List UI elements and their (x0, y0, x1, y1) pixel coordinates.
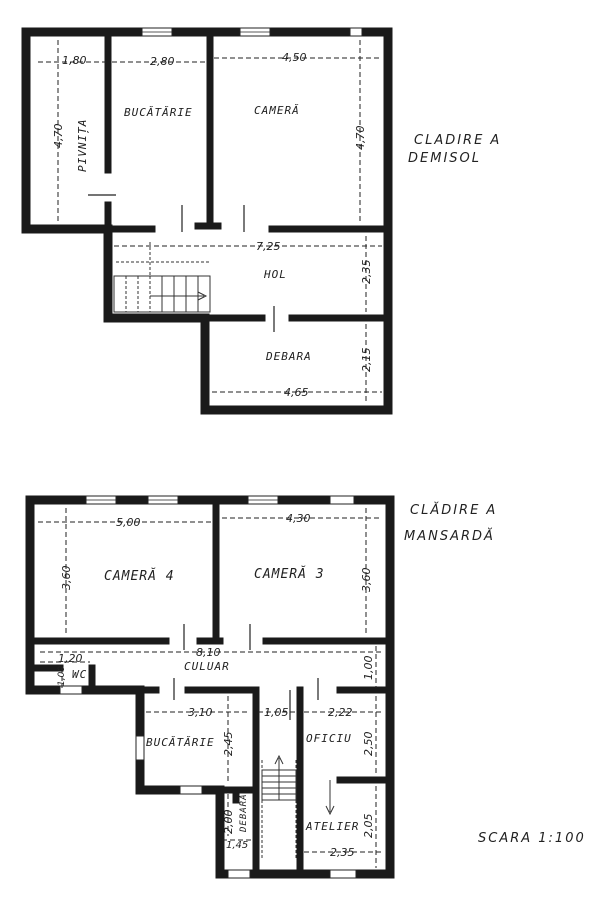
mansarda-dim-buc-h: 2,45 (222, 732, 235, 757)
demisol-room-debara: DEBARA (265, 350, 312, 363)
mansarda-dim-atelier-w: 2,35 (330, 846, 355, 859)
demisol-plan: 1,80 2,80 4,50 4,70 4,70 7,25 2,35 2,15 … (21, 27, 501, 415)
scale-note: SCARA 1:100 (478, 831, 586, 846)
mansarda-window-9 (329, 869, 357, 879)
demisol-dim-hol-w: 7,25 (256, 240, 281, 253)
demisol-room-pivnita: PIVNIȚA (76, 119, 89, 172)
mansarda-dim-wc-h: 1,00 (57, 666, 67, 686)
mansarda-dim-cam3-w: 4,30 (286, 512, 311, 525)
mansarda-room-culuar: CULUAR (184, 660, 230, 673)
demisol-stairs (113, 242, 211, 313)
demisol-window-1 (141, 27, 173, 37)
mansarda-dim-cam4-w: 5,00 (116, 516, 141, 529)
mansarda-window-5 (59, 685, 83, 695)
mansarda-dim-oficiu-h: 2,50 (362, 732, 375, 757)
mansarda-dim-hall-w: 1,05 (264, 706, 289, 719)
demisol-window-2 (239, 27, 271, 37)
mansarda-dim-debara-h: 2,00 (222, 810, 235, 835)
demisol-window-3 (349, 27, 363, 37)
mansarda-window-6 (135, 735, 145, 761)
demisol-room-bucatarie: BUCĂTĂRIE (124, 106, 193, 119)
mansarda-dim-cam4-h: 3,60 (60, 566, 73, 591)
demisol-room-hol: HOL (263, 268, 287, 281)
mansarda-stairs (261, 754, 335, 860)
mansarda-title-line1: CLĂDIRE A (410, 502, 497, 518)
mansarda-window-1 (85, 495, 117, 505)
mansarda-dim-cam3-h: 3,60 (360, 568, 373, 593)
mansarda-dim-buc-w: 3,10 (188, 706, 213, 719)
mansarda-dim-oficiu-w: 2,22 (328, 706, 353, 719)
mansarda-dim-debara-w: 1,45 (226, 840, 248, 851)
mansarda-window-3 (247, 495, 279, 505)
mansarda-room-camera4: CAMERĂ 4 (104, 568, 175, 584)
mansarda-room-atelier: ATELIER (305, 820, 359, 833)
demisol-dim-pivnita-h: 4,70 (52, 124, 65, 149)
demisol-title-line1: CLADIRE A (414, 133, 501, 148)
demisol-dim-camera-w: 4,50 (282, 51, 307, 64)
mansarda-title-line2: MANSARDĂ (404, 528, 495, 544)
mansarda-window-2 (147, 495, 179, 505)
mansarda-dim-culuar-w: 8,10 (196, 646, 221, 659)
mansarda-room-camera3: CAMERĂ 3 (254, 566, 325, 582)
mansarda-window-7 (179, 785, 203, 795)
mansarda-window-8 (227, 869, 251, 879)
demisol-dim-hol-h: 2,35 (360, 260, 373, 285)
mansarda-window-4 (329, 495, 355, 505)
demisol-dim-debara-h: 2,15 (360, 348, 373, 373)
mansarda-plan: 5,00 4,30 3,60 3,60 8,10 1,20 1,00 1,00 … (25, 495, 497, 879)
mansarda-room-wc: WC (72, 668, 87, 681)
mansarda-room-bucatarie: BUCĂTĂRIE (146, 736, 215, 749)
demisol-dim-camera-h: 4,70 (354, 126, 367, 151)
mansarda-dim-wc-w: 1,20 (58, 652, 83, 665)
demisol-room-camera: CAMERĂ (254, 104, 300, 117)
mansarda-dim-atelier-h: 2,05 (362, 814, 375, 839)
demisol-title-line2: DEMISOL (408, 151, 481, 166)
demisol-dim-bucatarie-w: 2,80 (150, 55, 175, 68)
mansarda-dim-culuar-h: 1,00 (362, 656, 375, 681)
mansarda-room-debara: DEBARA (239, 793, 249, 833)
mansarda-room-oficiu: OFICIU (306, 732, 352, 745)
demisol-dim-pivnita-w: 1,80 (62, 54, 87, 67)
demisol-dim-debara-w: 4,65 (284, 386, 309, 399)
